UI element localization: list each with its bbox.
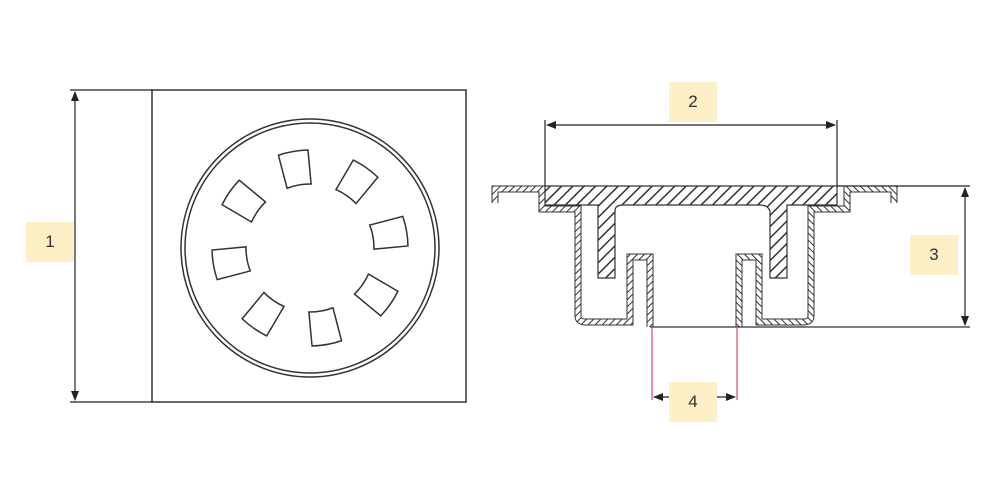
dimension-2 [544, 120, 838, 186]
grate-slot [211, 246, 252, 281]
drain-body-section [491, 185, 898, 327]
dimension-1 [70, 89, 152, 403]
dimension-label-4: 4 [669, 382, 717, 422]
grate-outer-ring [180, 118, 440, 378]
dimension-label-2: 2 [669, 82, 717, 122]
section-view [491, 185, 970, 328]
drain-frame [151, 89, 467, 403]
dimension-label-3: 3 [910, 235, 958, 275]
grate-slot [308, 306, 343, 347]
grate-slots [211, 149, 409, 347]
grate-slot [277, 149, 312, 190]
grate-slot [221, 179, 267, 224]
grate-slot [334, 159, 379, 205]
grate-inner-ring [184, 122, 436, 374]
grate-slot [353, 272, 399, 317]
grate-slot [368, 215, 409, 250]
dimension-label-1: 1 [26, 222, 74, 262]
grate-section [544, 185, 838, 279]
dimension-3 [837, 185, 970, 326]
top-view [151, 89, 467, 403]
grate-slot [241, 291, 286, 337]
